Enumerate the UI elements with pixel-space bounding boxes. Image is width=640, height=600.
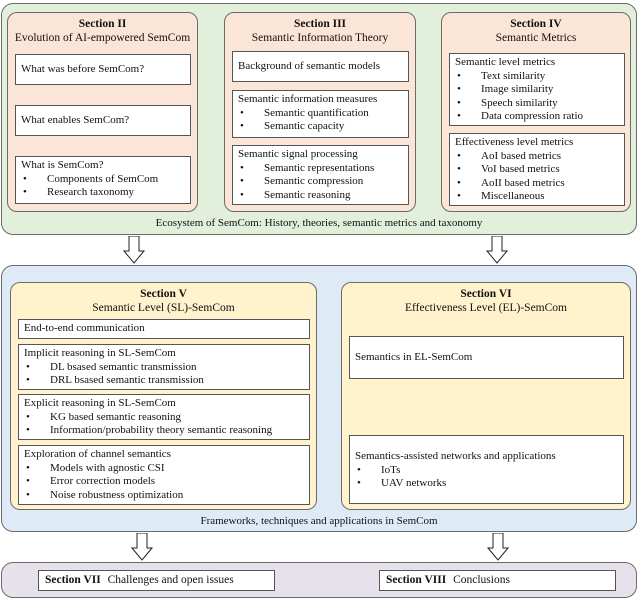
section-ii-number: Section II bbox=[78, 18, 127, 30]
section-viii-box: Section VIII Conclusions bbox=[379, 570, 616, 591]
channel-semantics-box: Exploration of channel semantics Models … bbox=[18, 445, 310, 505]
section-viii-number: Section VIII bbox=[386, 574, 447, 586]
list-item: Semantic representations bbox=[238, 162, 403, 176]
channel-semantics-title: Exploration of channel semantics bbox=[24, 448, 171, 460]
section-iii-header: Section III Semantic Information Theory bbox=[225, 17, 415, 45]
list-item: Semantic quantification bbox=[238, 107, 403, 121]
list-item: AoI based metrics bbox=[455, 150, 619, 164]
list-item: Information/probability theory semantic … bbox=[24, 424, 304, 438]
section-ii-card: Section II Evolution of AI-empowered Sem… bbox=[7, 12, 198, 212]
list-item: VoI based metrics bbox=[455, 163, 619, 177]
before-semcom-box: What was before SemCom? bbox=[15, 54, 191, 85]
section-v-card: Section V Semantic Level (SL)-SemCom End… bbox=[10, 282, 317, 510]
list-item: AoII based metrics bbox=[455, 177, 619, 191]
what-is-semcom-list: Components of SemCom Research taxonomy bbox=[21, 173, 185, 200]
list-item: UAV networks bbox=[355, 477, 618, 491]
info-measures-box: Semantic information measures Semantic q… bbox=[232, 90, 409, 138]
section-vi-header: Section VI Effectiveness Level (EL)-SemC… bbox=[342, 287, 630, 315]
end-to-end-label: End-to-end communication bbox=[24, 322, 145, 334]
semantic-level-metrics-list: Text similarity Image similarity Speech … bbox=[455, 70, 619, 124]
list-item: Semantic compression bbox=[238, 175, 403, 189]
section-iv-number: Section IV bbox=[510, 18, 562, 30]
networks-applications-list: IoTs UAV networks bbox=[355, 464, 618, 491]
semantic-level-metrics-box: Semantic level metrics Text similarity I… bbox=[449, 53, 625, 126]
semantics-el-box: Semantics in EL-SemCom bbox=[349, 336, 624, 379]
section-ii-header: Section II Evolution of AI-empowered Sem… bbox=[8, 17, 197, 45]
down-arrow-icon bbox=[131, 533, 153, 561]
list-item: Image similarity bbox=[455, 83, 619, 97]
what-is-semcom-box: What is SemCom? Components of SemCom Res… bbox=[15, 156, 191, 204]
section-vi-card: Section VI Effectiveness Level (EL)-SemC… bbox=[341, 282, 631, 510]
background-models-box: Background of semantic models bbox=[232, 51, 409, 82]
section-vii-number: Section VII bbox=[45, 574, 101, 586]
signal-processing-list: Semantic representations Semantic compre… bbox=[238, 162, 403, 203]
list-item: Models with agnostic CSI bbox=[24, 462, 304, 476]
list-item: KG based semantic reasoning bbox=[24, 411, 304, 425]
list-item: Noise robustness optimization bbox=[24, 489, 304, 503]
list-item: IoTs bbox=[355, 464, 618, 478]
end-to-end-box: End-to-end communication bbox=[18, 319, 310, 339]
ecosystem-caption: Ecosystem of SemCom: History, theories, … bbox=[155, 217, 483, 229]
what-is-semcom-title: What is SemCom? bbox=[21, 159, 104, 171]
list-item: Error correction models bbox=[24, 475, 304, 489]
list-item: Miscellaneous bbox=[455, 190, 619, 204]
frameworks-caption: Frameworks, techniques and applications … bbox=[200, 515, 438, 527]
section-vii-box: Section VII Challenges and open issues bbox=[38, 570, 275, 591]
section-v-header: Section V Semantic Level (SL)-SemCom bbox=[11, 287, 316, 315]
down-arrow-icon bbox=[487, 533, 509, 561]
list-item: DL bsased semantic transmission bbox=[24, 361, 304, 375]
list-item: Components of SemCom bbox=[21, 173, 185, 187]
down-arrow-icon bbox=[123, 236, 145, 264]
signal-processing-title: Semantic signal processing bbox=[238, 148, 358, 160]
list-item: Speech similarity bbox=[455, 97, 619, 111]
semantic-level-metrics-title: Semantic level metrics bbox=[455, 56, 556, 68]
list-item: Data compression ratio bbox=[455, 110, 619, 124]
section-iv-title: Semantic Metrics bbox=[495, 32, 577, 44]
background-models-label: Background of semantic models bbox=[238, 60, 381, 72]
list-item: DRL bsased semantic transmission bbox=[24, 374, 304, 388]
list-item: Semantic reasoning bbox=[238, 189, 403, 203]
explicit-reasoning-box: Explicit reasoning in SL-SemCom KG based… bbox=[18, 394, 310, 440]
networks-applications-box: Semantics-assisted networks and applicat… bbox=[349, 435, 624, 504]
down-arrow-icon bbox=[486, 236, 508, 264]
section-vi-title: Effectiveness Level (EL)-SemCom bbox=[404, 302, 567, 314]
info-measures-list: Semantic quantification Semantic capacit… bbox=[238, 107, 403, 134]
effectiveness-level-metrics-box: Effectiveness level metrics AoI based me… bbox=[449, 133, 625, 206]
list-item: Research taxonomy bbox=[21, 186, 185, 200]
enables-semcom-label: What enables SemCom? bbox=[21, 114, 130, 126]
implicit-reasoning-title: Implicit reasoning in SL-SemCom bbox=[24, 347, 176, 359]
before-semcom-label: What was before SemCom? bbox=[21, 63, 145, 75]
section-iv-header: Section IV Semantic Metrics bbox=[442, 17, 630, 45]
section-ii-title: Evolution of AI-empowered SemCom bbox=[14, 32, 191, 44]
explicit-reasoning-title: Explicit reasoning in SL-SemCom bbox=[24, 397, 176, 409]
section-iv-card: Section IV Semantic Metrics Semantic lev… bbox=[441, 12, 631, 212]
effectiveness-level-metrics-list: AoI based metrics VoI based metrics AoII… bbox=[455, 150, 619, 204]
section-vii-title: Challenges and open issues bbox=[107, 574, 234, 586]
section-viii-title: Conclusions bbox=[453, 574, 510, 586]
effectiveness-level-metrics-title: Effectiveness level metrics bbox=[455, 136, 574, 148]
section-iii-card: Section III Semantic Information Theory … bbox=[224, 12, 416, 212]
channel-semantics-list: Models with agnostic CSI Error correctio… bbox=[24, 462, 304, 503]
section-v-number: Section V bbox=[140, 288, 187, 300]
section-iii-title: Semantic Information Theory bbox=[251, 32, 389, 44]
section-iii-number: Section III bbox=[293, 18, 347, 30]
signal-processing-box: Semantic signal processing Semantic repr… bbox=[232, 145, 409, 205]
info-measures-title: Semantic information measures bbox=[238, 93, 378, 105]
semantics-el-label: Semantics in EL-SemCom bbox=[355, 351, 473, 363]
enables-semcom-box: What enables SemCom? bbox=[15, 105, 191, 136]
explicit-reasoning-list: KG based semantic reasoning Information/… bbox=[24, 411, 304, 438]
networks-applications-title: Semantics-assisted networks and applicat… bbox=[355, 450, 556, 462]
implicit-reasoning-list: DL bsased semantic transmission DRL bsas… bbox=[24, 361, 304, 388]
list-item: Semantic capacity bbox=[238, 120, 403, 134]
list-item: Text similarity bbox=[455, 70, 619, 84]
section-vi-number: Section VI bbox=[460, 288, 512, 300]
section-v-title: Semantic Level (SL)-SemCom bbox=[92, 302, 235, 314]
implicit-reasoning-box: Implicit reasoning in SL-SemCom DL bsase… bbox=[18, 344, 310, 390]
